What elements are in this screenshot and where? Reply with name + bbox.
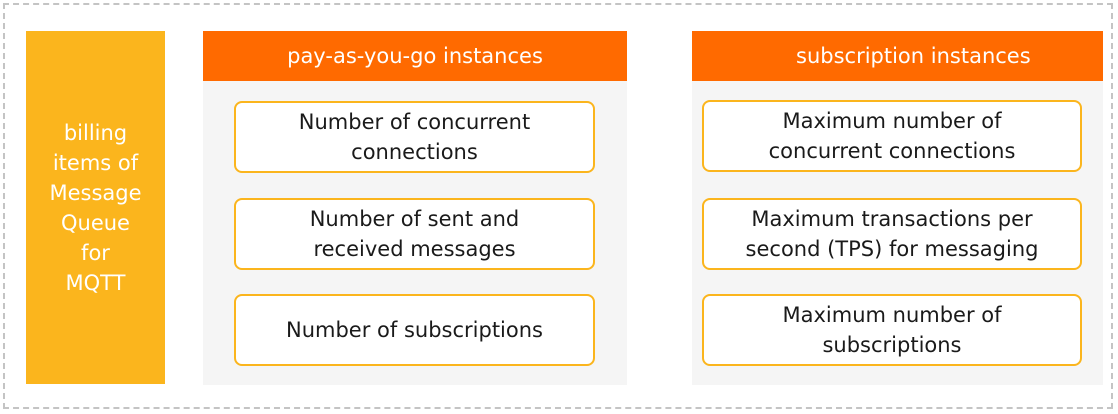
item-line: connections [351,140,478,164]
label-line: Queue [60,210,130,235]
billing-items-label-text: billing items of Message Queue for MQTT [49,118,141,298]
item-line: Number of sent and [309,207,520,231]
label-line: for [81,240,110,265]
item-line: Maximum number of [782,109,1002,133]
item-line: Number of subscriptions [286,318,543,342]
payg-panel-header: pay-as-you-go instances [203,31,627,81]
payg-panel: pay-as-you-go instances Number of concur… [203,31,627,385]
item-line: Maximum transactions per [751,207,1033,231]
sub-item-max-concurrent-connections: Maximum number of concurrent connections [702,100,1082,172]
label-line: Message [49,180,142,205]
label-line: items of [52,150,139,175]
payg-item-subscriptions: Number of subscriptions [234,294,595,366]
dashed-frame [3,3,1113,409]
billing-items-label: billing items of Message Queue for MQTT [26,31,165,384]
item-line: received messages [313,237,516,261]
subscription-panel-header: subscription instances [692,31,1103,81]
item-line: Number of concurrent [298,110,531,134]
payg-item-concurrent-connections: Number of concurrent connections [234,101,595,173]
subscription-panel: subscription instances Maximum number of… [692,31,1103,385]
item-line: Maximum number of [782,303,1002,327]
item-line: concurrent connections [768,139,1016,163]
payg-item-sent-received-messages: Number of sent and received messages [234,198,595,270]
sub-item-max-tps: Maximum transactions per second (TPS) fo… [702,198,1082,270]
sub-item-max-subscriptions: Maximum number of subscriptions [702,294,1082,366]
label-line: MQTT [65,270,126,295]
item-line: second (TPS) for messaging [745,237,1039,261]
label-line: billing [63,120,128,145]
item-line: subscriptions [822,333,962,357]
